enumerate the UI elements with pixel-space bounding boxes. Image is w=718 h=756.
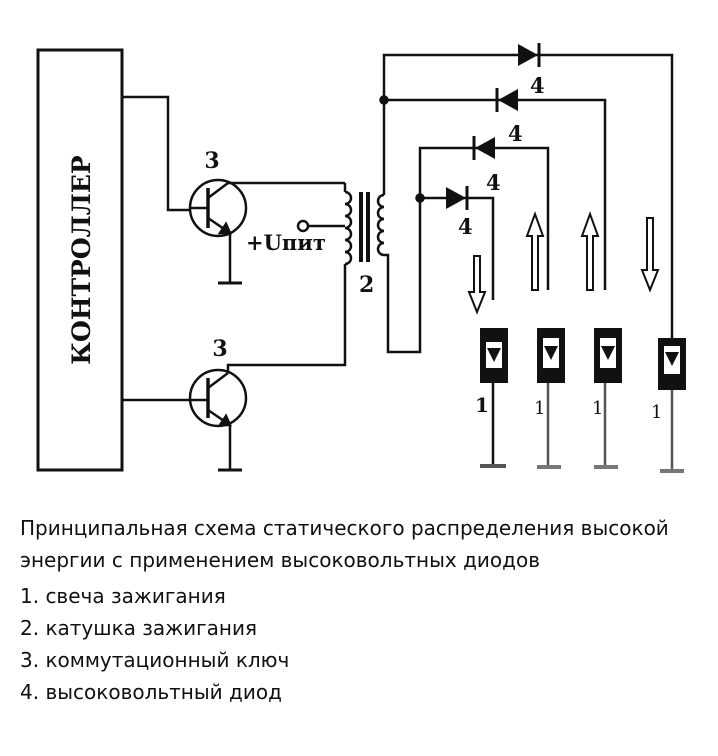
plug-number-1: 1 (475, 393, 489, 417)
diode-2 (495, 88, 518, 112)
lower-transistor (188, 265, 347, 472)
transistor-lower-number: 3 (212, 336, 227, 362)
legend-item-ignition-coil: 2. катушка зажигания (20, 616, 258, 640)
legend-item-hv-diode: 4. высоковольтный диод (20, 680, 282, 704)
arrow-down-1 (467, 255, 487, 315)
arrow-up-3 (580, 211, 600, 291)
diode-4 (446, 186, 469, 210)
legend-item-switch: 3. коммутационный ключ (20, 648, 290, 672)
coil-number: 2 (359, 272, 374, 298)
arrows (467, 211, 660, 315)
supply-label: +Uпит (246, 230, 326, 255)
upper-transistor (188, 178, 345, 285)
legend-item-spark-plug: 1. свеча зажигания (20, 584, 226, 608)
plug-number-4: 1 (651, 402, 662, 423)
plug-number-3: 1 (592, 398, 603, 419)
plug-number-2: 1 (534, 398, 545, 419)
diode-1 (518, 43, 541, 67)
arrow-down-4 (640, 217, 660, 293)
transistor-upper-number: 3 (204, 148, 219, 174)
diode-number-2: 4 (508, 121, 523, 146)
ignition-circuit-diagram: КОНТРОЛЛЕР 3 3 (36, 43, 686, 473)
control-wires (122, 95, 190, 402)
diode-number-4: 4 (458, 214, 473, 239)
caption-title: Принципальная схема статического распред… (20, 516, 669, 572)
ignition-coil (296, 100, 422, 354)
spark-plug-1 (480, 328, 508, 468)
spark-plug-4 (658, 338, 686, 473)
spark-plug-2 (537, 328, 565, 469)
arrow-up-2 (525, 211, 545, 291)
diode-3 (472, 136, 495, 160)
distribution-network (379, 53, 674, 340)
diode-number-3: 4 (486, 170, 501, 195)
spark-plug-3 (594, 328, 622, 469)
diode-number-1: 4 (530, 73, 545, 98)
controller-label: КОНТРОЛЛЕР (67, 155, 96, 365)
caption-block: Принципальная схема статического распред… (20, 512, 700, 708)
controller-block: КОНТРОЛЛЕР (36, 48, 124, 472)
